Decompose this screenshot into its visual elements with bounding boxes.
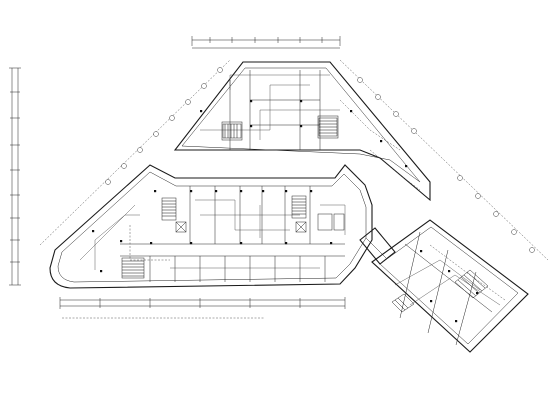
east-stair <box>454 269 489 299</box>
north-wing <box>173 61 431 202</box>
west-stair-left <box>121 257 145 279</box>
lift-shafts <box>175 213 345 233</box>
top-dimension-chain <box>191 36 341 49</box>
north-stair-right <box>318 117 338 137</box>
left-slope-axis-bubbles <box>39 59 231 246</box>
west-stair-core-2 <box>291 195 307 219</box>
bottom-dimension-chain <box>59 297 346 309</box>
west-stair-core-1 <box>161 197 177 221</box>
west-wing <box>49 164 373 289</box>
right-slope-axis-bubbles <box>339 59 549 261</box>
north-stair-left <box>222 123 242 139</box>
east-wing <box>371 219 529 353</box>
left-dimension-chain <box>9 67 21 286</box>
east-stair-small <box>391 293 415 313</box>
structural-columns <box>92 100 479 323</box>
